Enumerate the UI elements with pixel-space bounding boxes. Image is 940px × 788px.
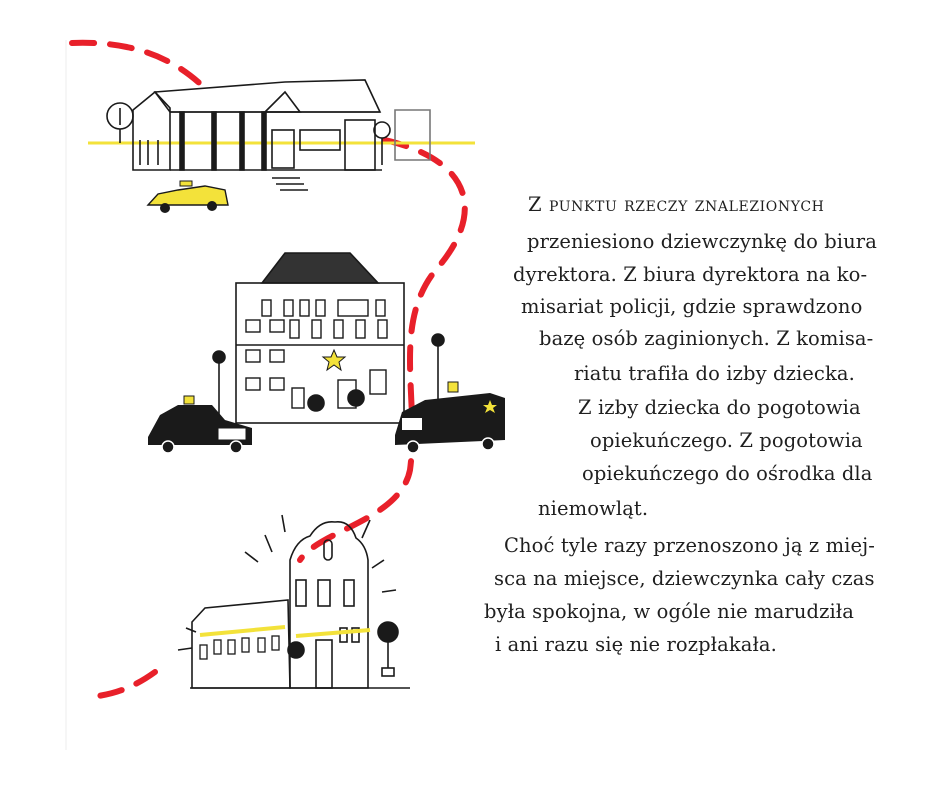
red-dashed-path-icon	[69, 39, 468, 700]
text-line-12: sca na miejsce, dziewczynka cały czas	[494, 567, 875, 590]
orphanage-icon	[177, 514, 410, 689]
text-line-2: przeniesiono dziewczynkę do biura	[527, 230, 877, 253]
text-line-11: Choć tyle razy przenoszono ją z miej-	[504, 534, 875, 557]
star-icon	[321, 348, 347, 372]
text-line-4: misariat policji, gdzie sprawdzono	[521, 295, 863, 318]
text-line-8: opiekuńczego. Z pogotowia	[590, 429, 863, 452]
railway-station-icon	[88, 79, 475, 191]
text-line-6: riatu trafiła do izby dziecka.	[574, 362, 855, 385]
text-line-3: dyrektora. Z biura dyrektora na ko-	[513, 263, 868, 286]
text-line-10: niemowląt.	[538, 497, 649, 520]
text-line-14: i ani razu się nie rozpłakała.	[495, 633, 777, 656]
police-station-icon	[212, 252, 445, 424]
text-line-13: była spokojna, w ogóle nie marudziła	[484, 600, 854, 623]
police-van-icon	[395, 381, 505, 454]
taxi-car-icon	[146, 180, 229, 213]
text-line-9: opiekuńczego do ośrodka dla	[582, 462, 873, 485]
text-line-7: Z izby dziecka do pogotowia	[578, 396, 861, 419]
text-line-5: bazę osób zaginionych. Z komisa-	[539, 327, 874, 350]
text-line-1: Z punktu rzeczy znalezionych	[528, 193, 825, 216]
police-car-icon	[148, 395, 252, 454]
